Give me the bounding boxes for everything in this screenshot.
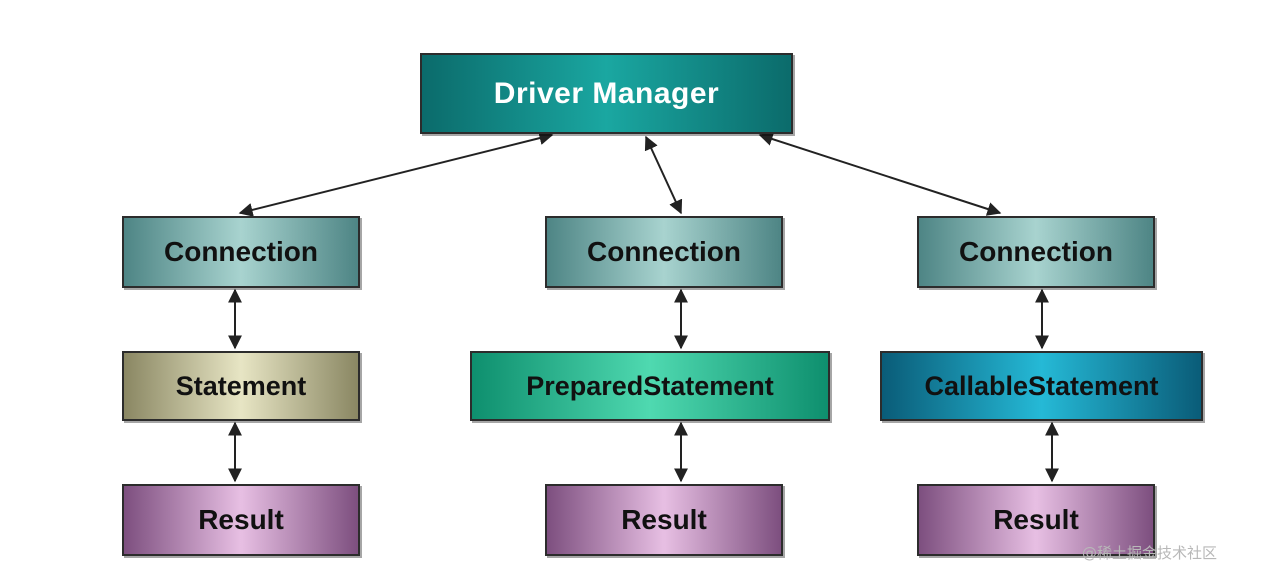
connection-label-3: Connection (959, 236, 1113, 267)
callable-statement-node: CallableStatement (880, 351, 1203, 421)
edge-dm-conn3 (758, 132, 1002, 216)
connection-label-2: Connection (587, 236, 741, 267)
connection-node-1: Connection (122, 216, 360, 288)
connection-node-3: Connection (917, 216, 1155, 288)
result-label-2: Result (621, 504, 707, 535)
statement-node: Statement (122, 351, 360, 421)
watermark: @稀土掘金技术社区 (1082, 544, 1218, 562)
result-label-3: Result (993, 504, 1079, 535)
driver-manager-node: Driver Manager (420, 53, 793, 134)
prepared-statement-label: PreparedStatement (526, 370, 774, 401)
connection-label-1: Connection (164, 236, 318, 267)
connection-node-2: Connection (545, 216, 783, 288)
prepared-statement-node: PreparedStatement (470, 351, 830, 421)
driver-manager-label: Driver Manager (493, 76, 720, 110)
edge-dm-conn2 (644, 135, 683, 215)
result-node-1: Result (122, 484, 360, 556)
edge-dm-conn1 (238, 131, 554, 217)
callable-statement-label: CallableStatement (924, 370, 1159, 401)
result-node-2: Result (545, 484, 783, 556)
result-label-1: Result (198, 504, 284, 535)
statement-label: Statement (175, 370, 307, 401)
